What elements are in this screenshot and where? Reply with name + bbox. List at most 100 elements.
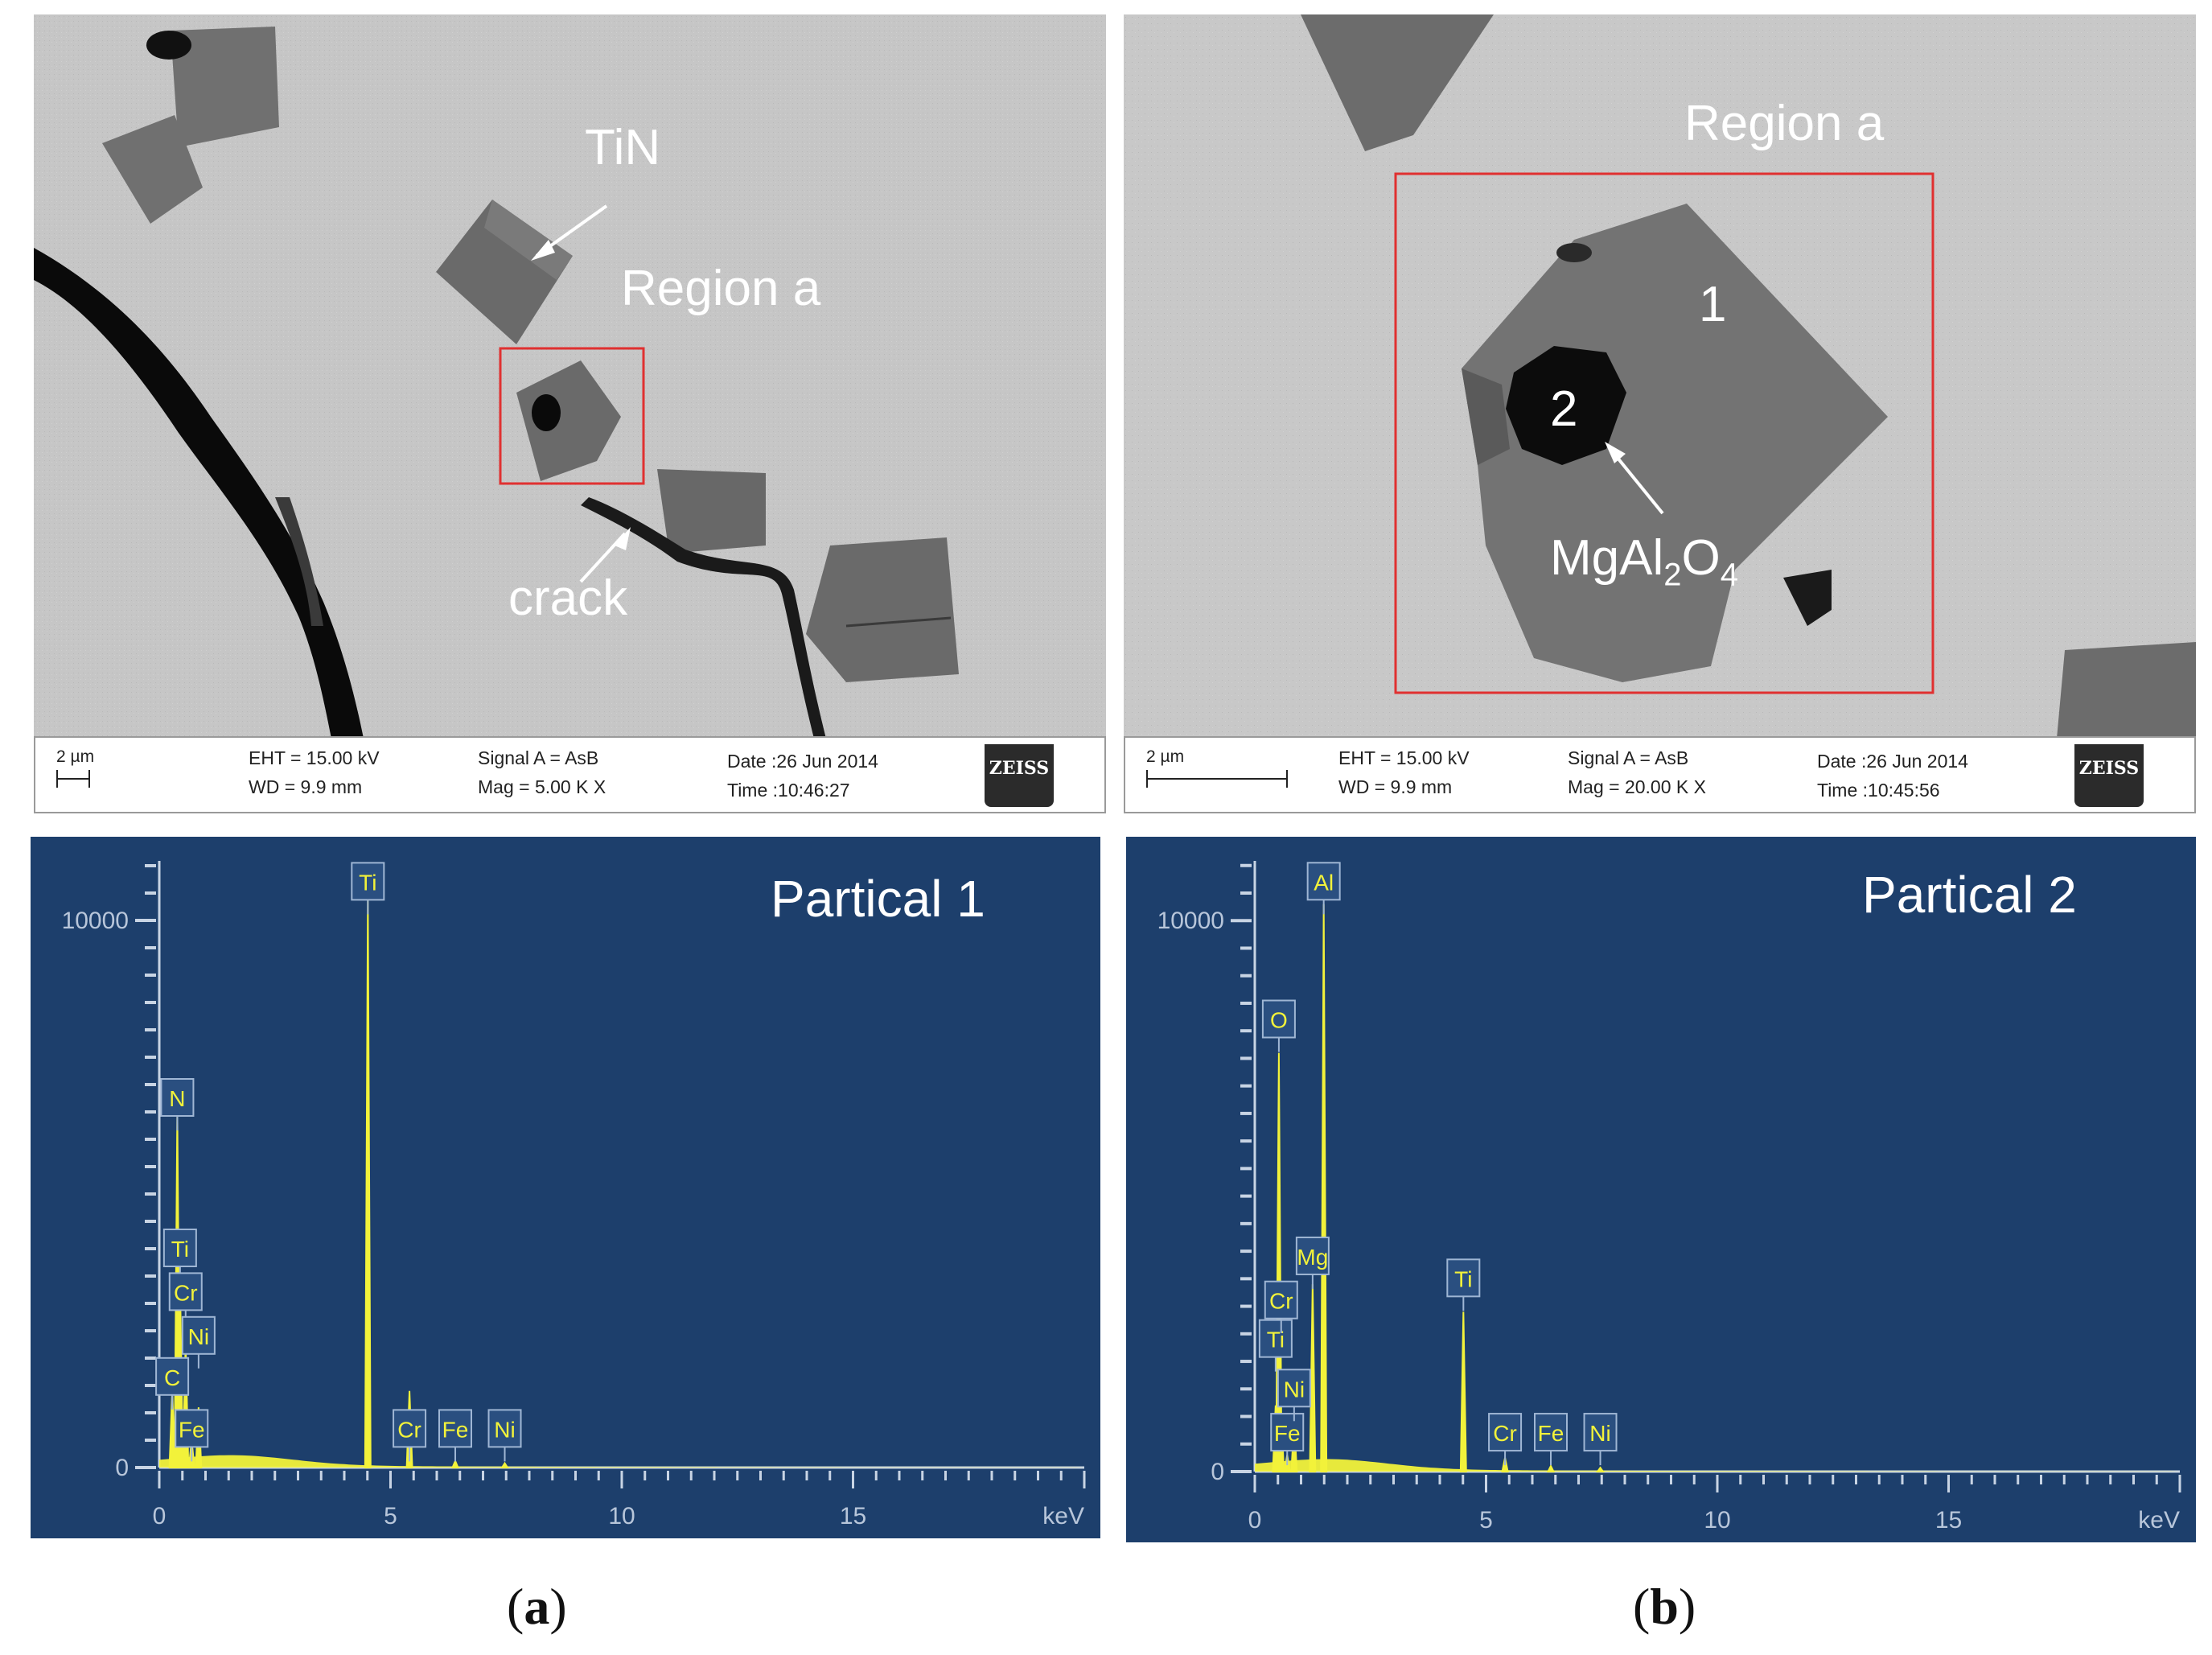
crack-arrow bbox=[579, 532, 627, 583]
zeiss-logo-b: ZEISS bbox=[2074, 744, 2144, 807]
peak-ti bbox=[1459, 1311, 1467, 1472]
tin-label: TiN bbox=[585, 120, 661, 175]
signal-b: Signal A = AsB bbox=[1568, 747, 1689, 768]
x-tick-label: 15 bbox=[840, 1503, 866, 1529]
svg-text:Cr: Cr bbox=[1493, 1421, 1517, 1446]
spinel-label: MgAl2O4 bbox=[1550, 530, 1738, 593]
particle-2-label: 2 bbox=[1550, 381, 1578, 437]
peak-label-mg: Mg bbox=[1295, 1236, 1330, 1289]
sem-image-a: TiN Region a crack bbox=[34, 14, 1106, 739]
peak-label-ni: Ni bbox=[1583, 1413, 1618, 1466]
x-tick-label: 5 bbox=[1479, 1507, 1493, 1534]
scale-bar-a bbox=[56, 778, 90, 780]
svg-text:Ti: Ti bbox=[1454, 1266, 1472, 1291]
peak-label-o: O bbox=[1261, 999, 1296, 1052]
x-tick-label: 15 bbox=[1935, 1507, 1962, 1534]
eht-b: EHT = 15.00 kV bbox=[1338, 747, 1470, 768]
peak-label-n: N bbox=[160, 1078, 195, 1130]
sem-info-bar-a: 2 µm EHT = 15.00 kV WD = 9.9 mm Signal A… bbox=[34, 736, 1106, 813]
mag-b: Mag = 20.00 K X bbox=[1568, 776, 1706, 797]
wd-b: WD = 9.9 mm bbox=[1338, 776, 1453, 797]
peak-label-cr: Cr bbox=[393, 1409, 427, 1462]
time-a: Time :10:46:27 bbox=[727, 780, 850, 801]
sem-micrograph-a bbox=[34, 14, 1106, 739]
peak-mg bbox=[1309, 1284, 1317, 1472]
peak-label-ni: Ni bbox=[181, 1315, 216, 1369]
peak-label-cr: Cr bbox=[168, 1272, 203, 1325]
x-tick-label: 10 bbox=[608, 1503, 635, 1529]
signal-a: Signal A = AsB bbox=[478, 747, 599, 768]
peak-fe bbox=[451, 1459, 459, 1468]
svg-text:Fe: Fe bbox=[1538, 1421, 1564, 1446]
crack-label: crack bbox=[508, 570, 628, 626]
y-tick-label: 0 bbox=[115, 1455, 129, 1481]
svg-text:Ti: Ti bbox=[171, 1237, 189, 1262]
svg-text:Ni: Ni bbox=[188, 1324, 209, 1349]
peak-fe bbox=[1546, 1464, 1556, 1472]
region-box-b bbox=[1394, 172, 1934, 694]
peak-ni bbox=[1596, 1466, 1605, 1472]
y-tick-label: 10000 bbox=[62, 908, 129, 934]
peak-label-ti: Ti bbox=[162, 1229, 197, 1281]
peak-label-fe: Fe bbox=[175, 1409, 209, 1462]
scale-label-b: 2 µm bbox=[1146, 747, 1185, 766]
region-label-a: Region a bbox=[621, 261, 821, 316]
x-tick-label: 0 bbox=[1248, 1507, 1262, 1534]
x-unit-label: keV bbox=[1042, 1503, 1084, 1529]
sublabel-b: (b) bbox=[1633, 1578, 1696, 1635]
sem-image-b: Region a 1 2 MgAl2O4 bbox=[1124, 14, 2196, 739]
peak-label-ni: Ni bbox=[1277, 1369, 1311, 1422]
peak-label-fe: Fe bbox=[438, 1409, 472, 1462]
eds-title-a: Partical 1 bbox=[771, 870, 985, 928]
svg-text:Fe: Fe bbox=[179, 1417, 205, 1442]
peak-label-fe: Fe bbox=[1270, 1413, 1305, 1466]
svg-text:Cr: Cr bbox=[397, 1417, 421, 1442]
peak-label-cr: Cr bbox=[1488, 1413, 1523, 1466]
eht-a: EHT = 15.00 kV bbox=[249, 747, 380, 768]
peak-label-ti: Ti bbox=[1258, 1319, 1293, 1372]
svg-text:Fe: Fe bbox=[1274, 1421, 1301, 1446]
date-a: Date :26 Jun 2014 bbox=[727, 751, 878, 772]
peak-label-fe: Fe bbox=[1534, 1413, 1568, 1466]
mag-a: Mag = 5.00 K X bbox=[478, 776, 606, 797]
x-unit-label: keV bbox=[2138, 1507, 2180, 1534]
particle-1-label: 1 bbox=[1699, 277, 1727, 332]
svg-text:Ti: Ti bbox=[359, 870, 376, 895]
peak-label-al: Al bbox=[1306, 862, 1341, 915]
svg-text:Cr: Cr bbox=[174, 1280, 198, 1305]
peak-label-c: C bbox=[155, 1357, 190, 1410]
svg-text:Ti: Ti bbox=[1267, 1328, 1285, 1352]
peak-c bbox=[168, 1390, 176, 1468]
scale-bar-b bbox=[1146, 778, 1288, 780]
spinel-arrow bbox=[1609, 447, 1664, 515]
svg-text:Ni: Ni bbox=[1589, 1421, 1610, 1446]
y-tick-label: 0 bbox=[1211, 1459, 1224, 1485]
spectrum-background bbox=[159, 1455, 1084, 1468]
svg-text:Cr: Cr bbox=[1269, 1289, 1293, 1314]
region-label-b: Region a bbox=[1684, 96, 1885, 151]
sublabel-a: (a) bbox=[507, 1578, 567, 1635]
y-tick-label: 10000 bbox=[1157, 908, 1224, 934]
svg-text:N: N bbox=[169, 1086, 185, 1111]
peak-label-ni: Ni bbox=[487, 1409, 522, 1462]
svg-text:O: O bbox=[1270, 1007, 1288, 1032]
svg-text:Ni: Ni bbox=[1284, 1377, 1305, 1402]
x-tick-label: 5 bbox=[384, 1503, 397, 1529]
peak-label-cr: Cr bbox=[1264, 1280, 1298, 1333]
peak-o bbox=[1275, 1052, 1283, 1472]
time-b: Time :10:45:56 bbox=[1817, 780, 1940, 801]
spectrum-background bbox=[1255, 1459, 2180, 1472]
peak-label-ti: Ti bbox=[1446, 1258, 1481, 1311]
scale-label-a: 2 µm bbox=[56, 747, 95, 766]
peak-ti bbox=[364, 898, 372, 1468]
svg-text:Al: Al bbox=[1314, 870, 1334, 895]
x-tick-label: 0 bbox=[153, 1503, 167, 1529]
zeiss-logo-a: ZEISS bbox=[985, 744, 1054, 807]
peak-al bbox=[1320, 904, 1328, 1472]
date-b: Date :26 Jun 2014 bbox=[1817, 751, 1968, 772]
eds-title-b: Partical 2 bbox=[1862, 866, 2077, 924]
